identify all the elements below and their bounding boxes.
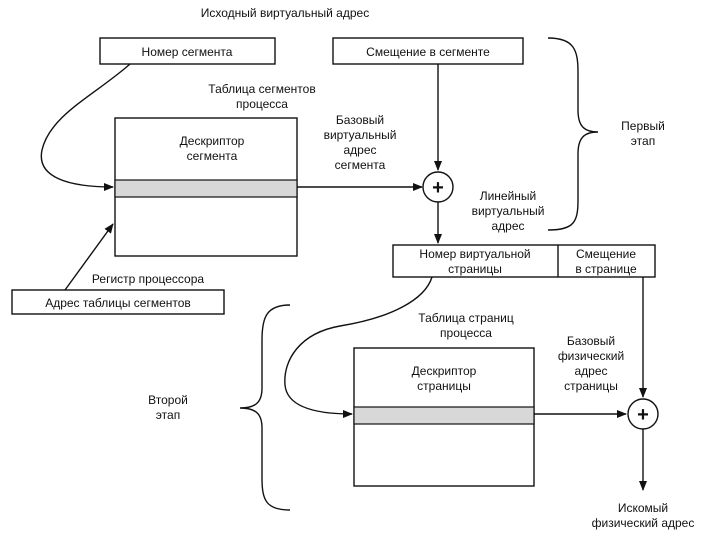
target-physical-address-2: физический адрес — [592, 516, 695, 530]
linear-address-box — [392, 244, 656, 278]
adder-1-plus: + — [432, 177, 444, 199]
base-virtual-address-1: Базовый — [336, 113, 384, 127]
first-stage-brace — [547, 37, 599, 231]
page-descriptor-label-1: Дескриптор — [412, 364, 477, 378]
adder-2-plus: + — [637, 404, 649, 426]
target-physical-address-1: Искомый — [618, 501, 668, 515]
page-offset-1: Смещение — [576, 247, 636, 261]
page-descriptor-label-2: страницы — [417, 379, 471, 393]
segment-descriptor-label-1: Дескриптор — [180, 134, 245, 148]
virtual-page-number-arrow — [284, 276, 433, 418]
base-physical-address-4: страницы — [564, 379, 618, 393]
segment-number-label: Номер сегмента — [142, 45, 233, 59]
linear-virtual-address-2: виртуальный — [472, 204, 545, 218]
segment-table-selected-row — [114, 179, 298, 198]
base-physical-address-2: физический — [558, 349, 624, 363]
segment-offset-box — [332, 37, 524, 65]
virtual-page-number-1: Номер виртуальной — [419, 247, 530, 261]
base-physical-address-3: адрес — [574, 364, 607, 378]
second-stage-label-1: Второй — [148, 393, 188, 407]
second-stage-brace — [239, 304, 291, 511]
page-table-caption-1: Таблица страниц — [418, 311, 514, 325]
first-stage-label-2: этап — [631, 134, 655, 148]
register-arrow — [64, 223, 114, 291]
second-stage-label-2: этап — [156, 408, 180, 422]
segment-number-arrow — [40, 63, 131, 191]
page-offset-2: в странице — [575, 262, 637, 276]
page-table-caption-2: процесса — [440, 326, 492, 340]
segment-table-address-box — [11, 289, 225, 315]
segment-number-box — [99, 37, 276, 65]
linear-virtual-address-3: адрес — [491, 219, 524, 233]
first-stage-label-1: Первый — [621, 119, 665, 133]
title: Исходный виртуальный адрес — [201, 6, 369, 20]
linear-virtual-address-1: Линейный — [480, 189, 537, 203]
processor-register-label: Регистр процессора — [92, 272, 204, 286]
segment-table-caption-1: Таблица сегментов — [208, 82, 315, 96]
base-virtual-address-4: сегмента — [335, 158, 386, 172]
base-virtual-address-3: адрес — [343, 143, 376, 157]
segment-descriptor-label-2: сегмента — [187, 149, 238, 163]
segment-offset-label: Смещение в сегменте — [366, 45, 490, 59]
base-physical-address-1: Базовый — [567, 334, 615, 348]
base-virtual-address-2: виртуальный — [324, 128, 397, 142]
page-table-selected-row — [353, 406, 535, 425]
virtual-page-number-2: страницы — [448, 262, 502, 276]
segment-table-caption-2: процесса — [236, 97, 288, 111]
segment-table-address-label: Адрес таблицы сегментов — [45, 296, 191, 310]
